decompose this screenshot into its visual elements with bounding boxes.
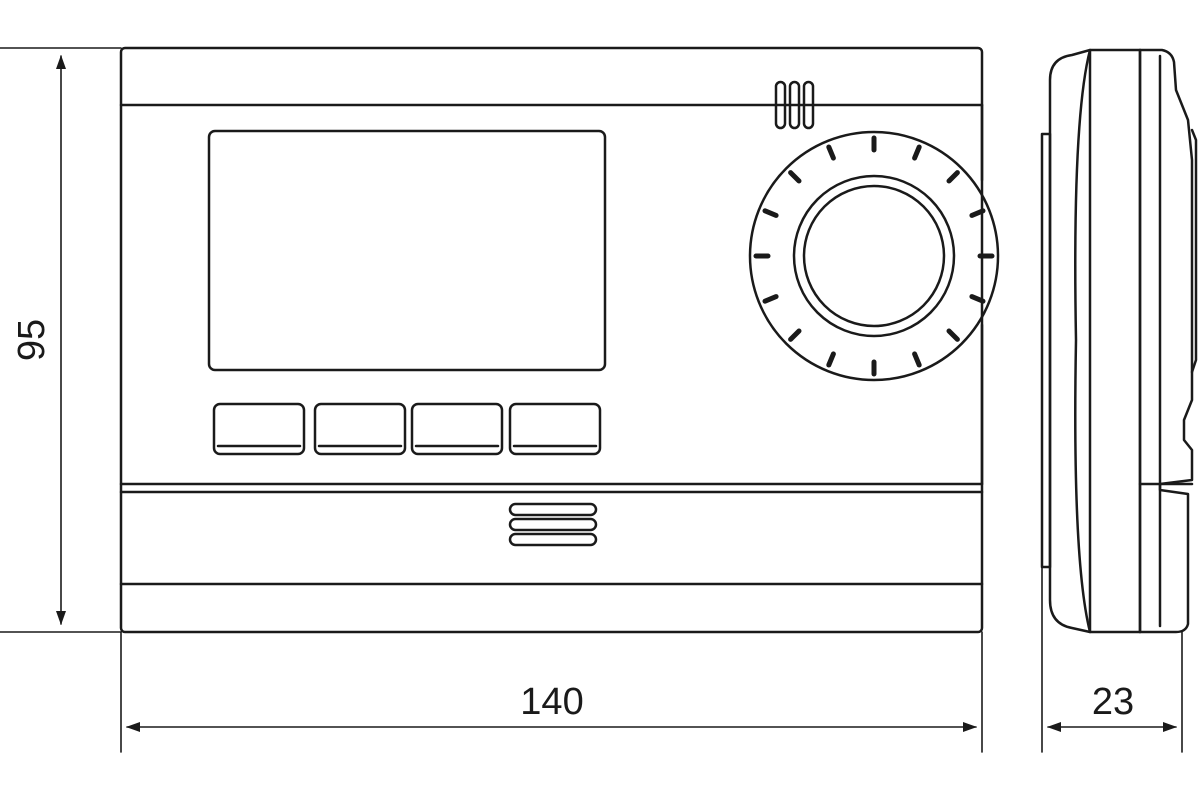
dial-ticks: [753, 135, 995, 377]
dial-tick: [826, 144, 836, 161]
dial-tick: [826, 351, 836, 368]
depth-label: 23: [1092, 681, 1134, 723]
button-3[interactable]: [410, 402, 504, 456]
lcd-display: [207, 129, 607, 372]
side-cover: [1138, 48, 1194, 634]
dial-outer-ring: [748, 130, 1000, 382]
button-1[interactable]: [212, 402, 306, 456]
side-knob: [1190, 128, 1198, 374]
dial-tick: [946, 328, 960, 342]
dial-knob-inner: [802, 184, 946, 328]
side-view: [1040, 48, 1198, 634]
lower-vent-icon: [508, 502, 598, 547]
dial-knob-outer: [792, 174, 956, 338]
button-2[interactable]: [313, 402, 407, 456]
dial-tick: [762, 294, 779, 304]
side-front-face: [1074, 48, 1142, 634]
button-4[interactable]: [508, 402, 602, 456]
side-body: [1048, 48, 1092, 634]
front-view: [119, 46, 1000, 634]
dial-tick: [788, 328, 802, 342]
dimension-lines: [0, 47, 1183, 753]
button-row: [212, 402, 602, 456]
upper-vent-icon: [774, 80, 815, 130]
dial-tick: [912, 144, 922, 161]
dial-tick: [788, 170, 802, 184]
dial-tick: [762, 208, 779, 218]
height-label: 95: [11, 319, 53, 361]
rotary-dial[interactable]: [748, 130, 1000, 382]
width-label: 140: [520, 681, 583, 723]
dial-tick: [969, 208, 986, 218]
dial-tick: [912, 351, 922, 368]
dial-tick: [946, 170, 960, 184]
dial-tick: [969, 294, 986, 304]
